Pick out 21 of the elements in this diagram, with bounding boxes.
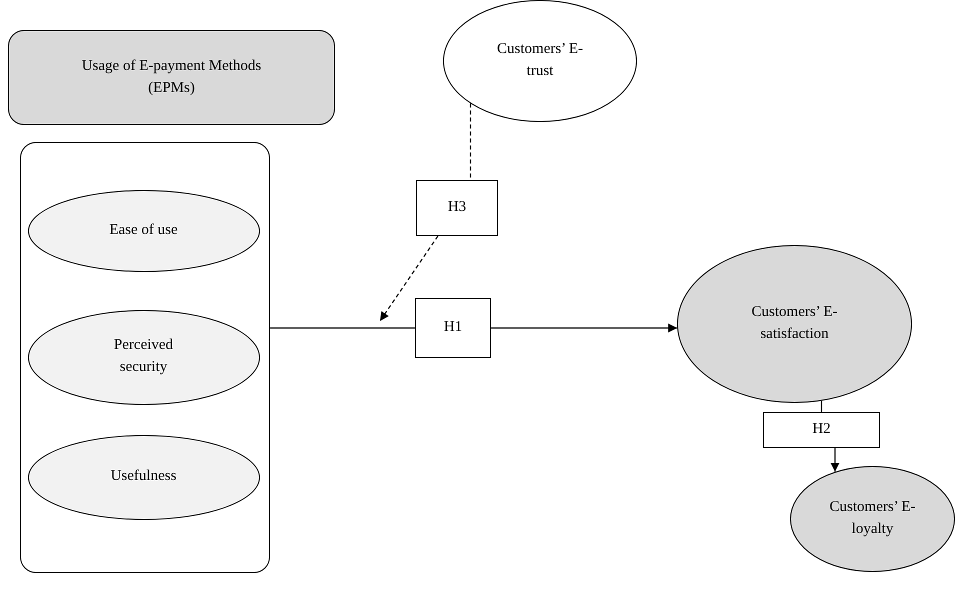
node-label: Perceived security: [112, 336, 174, 377]
hypothesis-box: [763, 412, 880, 448]
construct-box: [8, 30, 335, 125]
connector-line: [820, 400, 822, 412]
node-label: H1: [442, 318, 464, 338]
connector-line: [270, 327, 415, 329]
hypothesis-box: [416, 180, 498, 236]
arrow: [380, 236, 438, 322]
arrow: [491, 324, 678, 332]
node-label: H3: [446, 198, 468, 218]
node-label: Usefulness: [110, 467, 178, 486]
connector-line: [470, 104, 472, 180]
group-container: [20, 142, 270, 573]
arrow: [830, 448, 840, 472]
node-label: Ease of use: [108, 220, 179, 240]
node-label: H2: [811, 420, 832, 440]
hypothesis-box: [415, 298, 491, 358]
node-label: Customers’ E-satisfaction: [750, 303, 838, 344]
node-label: Usage of E-payment Methods (EPMs): [80, 56, 262, 98]
node-label: Customers’ E- loyalty: [828, 498, 916, 539]
node-label: Customers’ E- trust: [496, 40, 584, 81]
